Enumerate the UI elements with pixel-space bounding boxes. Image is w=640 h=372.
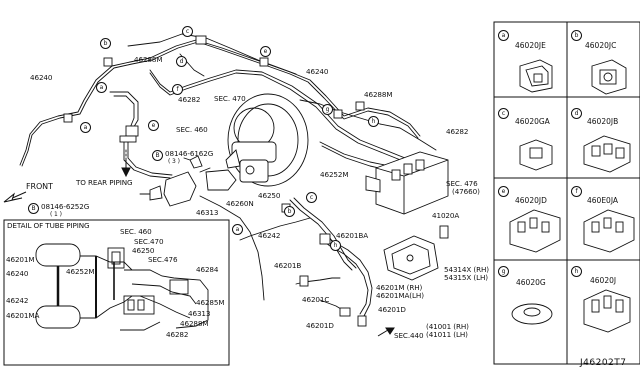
- grid-letter-h: h: [571, 266, 582, 277]
- label-sec476-sub: (47660): [452, 187, 480, 196]
- grid-code-d: 46020JB: [587, 117, 619, 126]
- grid-code-h: 46020J: [590, 276, 617, 285]
- label-46240-top: 46240: [306, 67, 329, 76]
- detail-label-sec460: SEC. 460: [120, 227, 152, 236]
- label-46201D-left: 46201D: [306, 321, 334, 330]
- detail-label-46252M: 46252M: [66, 267, 95, 276]
- label-54314X: 54314X (RH): [444, 265, 489, 274]
- callout-b: b: [100, 38, 111, 49]
- grid-letter-b: b: [571, 30, 582, 41]
- callout-h-2: h: [330, 240, 341, 251]
- label-46252M: 46252M: [320, 170, 349, 179]
- grid-code-e: 46020JD: [515, 196, 547, 205]
- detail-label-46313: 46313: [188, 309, 211, 318]
- grid-letter-a: a: [498, 30, 509, 41]
- grid-letter-c: c: [498, 108, 509, 119]
- grid-letter-d: d: [571, 108, 582, 119]
- label-bolt1: 08146-6162G: [165, 149, 214, 158]
- callout-g: g: [322, 104, 333, 115]
- detail-label-46282: 46282: [166, 330, 189, 339]
- label-46201MA-LH: 46201MA(LH): [376, 291, 424, 300]
- label-46201C: 46201C: [302, 295, 330, 304]
- detail-label-sec470: SEC.470: [134, 237, 164, 246]
- label-46288M-right: 46288M: [364, 90, 393, 99]
- label-46282-right: 46282: [446, 127, 469, 136]
- label-46201BA: 46201BA: [336, 231, 369, 240]
- grid-letter-e: e: [498, 186, 509, 197]
- callout-e-2: e: [148, 120, 159, 131]
- detail-label-46284: 46284: [196, 265, 219, 274]
- grid-code-a: 46020JE: [515, 41, 546, 50]
- label-46201M-RH: 46201M (RH): [376, 283, 423, 292]
- label-sec476: SEC. 476: [446, 179, 478, 188]
- label-46282-left: 46282: [178, 95, 201, 104]
- callout-B-bolt1: B: [152, 150, 163, 161]
- label-46260N: 46260N: [226, 199, 254, 208]
- detail-label-46201MA: 46201MA: [6, 311, 40, 320]
- callout-b-2: b: [284, 206, 295, 217]
- label-bolt2-qty: ( 1 ): [50, 211, 62, 218]
- grid-letter-g: g: [498, 266, 509, 277]
- callout-h: h: [368, 116, 379, 127]
- grid-letter-f: f: [571, 186, 582, 197]
- detail-label-46285M: 46285M: [196, 298, 225, 307]
- callout-B-bolt2: B: [28, 203, 39, 214]
- detail-title: DETAIL OF TUBE PIPING: [7, 221, 90, 230]
- detail-label-sec476: SEC.476: [148, 255, 178, 264]
- callout-d: d: [176, 56, 187, 67]
- callout-f: f: [172, 84, 183, 95]
- diagram-code: J46202T7: [580, 358, 627, 368]
- label-46242: 46242: [258, 231, 281, 240]
- label-41020A: 41020A: [432, 211, 460, 220]
- label-sec440-lh: (41011 (LH): [426, 330, 468, 339]
- callout-a: a: [80, 122, 91, 133]
- label-46240-left: 46240: [30, 73, 53, 82]
- label-54315X: 54315X (LH): [444, 273, 488, 282]
- label-sec470: SEC. 470: [214, 94, 246, 103]
- grid-code-c: 46020GA: [515, 117, 550, 126]
- label-front: FRONT: [26, 182, 53, 191]
- callout-c-2: c: [306, 192, 317, 203]
- detail-label-46250: 46250: [132, 246, 155, 255]
- callout-a-2: a: [96, 82, 107, 93]
- label-46288M-top: 46288M: [134, 55, 163, 64]
- detail-label-46288M: 46288M: [180, 319, 209, 328]
- grid-code-g: 46020G: [516, 278, 546, 287]
- label-sec440: SEC.440: [394, 331, 424, 340]
- detail-label-46240: 46240: [6, 269, 29, 278]
- label-sec460: SEC. 460: [176, 125, 208, 134]
- label-bolt1-qty: ( 3 ): [168, 158, 180, 165]
- callout-e: e: [260, 46, 271, 57]
- label-sec440-rh: (41001 (RH): [426, 322, 469, 331]
- label-46313: 46313: [196, 208, 219, 217]
- callout-a-3: a: [232, 224, 243, 235]
- grid-code-b: 46020JC: [585, 41, 617, 50]
- label-46201B: 46201B: [274, 261, 302, 270]
- grid-code-f: 460E0JA: [587, 196, 619, 205]
- callout-c: c: [182, 26, 193, 37]
- label-46250: 46250: [258, 191, 281, 200]
- detail-label-46242: 46242: [6, 296, 29, 305]
- label-to-rear-piping: TO REAR PIPING: [76, 178, 133, 187]
- detail-label-46201M: 46201M: [6, 255, 35, 264]
- label-46201D-right: 46201D: [378, 305, 406, 314]
- label-bolt2: 08146-6252G: [41, 202, 90, 211]
